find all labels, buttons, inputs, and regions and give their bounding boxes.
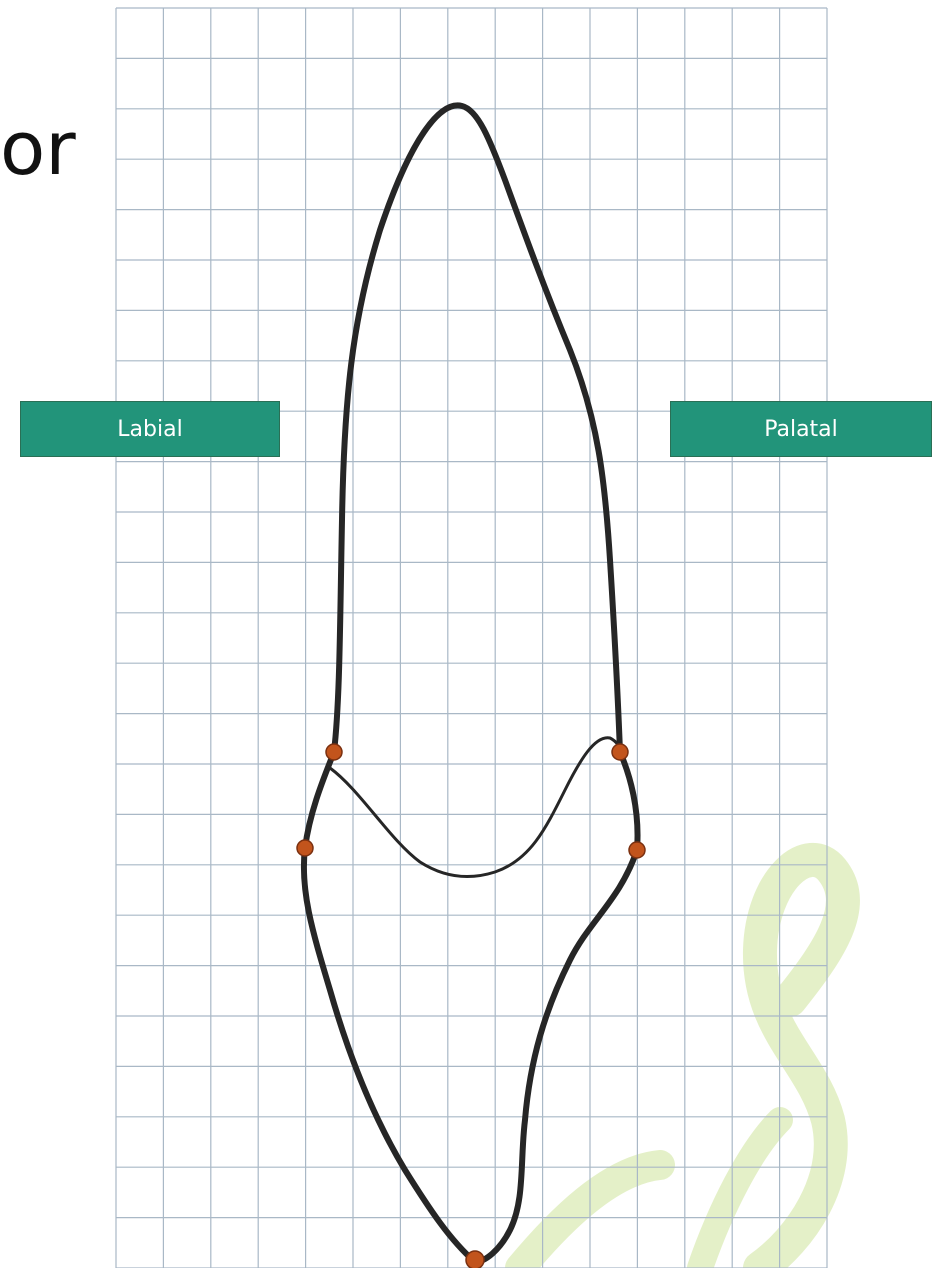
landmark-point bbox=[465, 1250, 485, 1268]
cemento-enamel-junction bbox=[329, 736, 622, 879]
landmark-point bbox=[296, 839, 314, 857]
watermark-stroke bbox=[687, 1107, 793, 1268]
landmark-point bbox=[325, 743, 343, 761]
landmark-points bbox=[296, 743, 646, 1268]
slide-title-fragment: or bbox=[0, 106, 76, 192]
landmark-point bbox=[611, 743, 629, 761]
palatal-label: Palatal bbox=[670, 401, 932, 457]
watermark-stroke bbox=[505, 1150, 675, 1268]
watermark-logo bbox=[505, 843, 860, 1268]
watermark-stroke bbox=[742, 843, 860, 1268]
landmark-point bbox=[628, 841, 646, 859]
grid-paper bbox=[115, 7, 828, 1268]
tooth-outer-contour bbox=[300, 102, 641, 1265]
tooth-outline bbox=[300, 102, 641, 1265]
labial-label: Labial bbox=[20, 401, 280, 457]
